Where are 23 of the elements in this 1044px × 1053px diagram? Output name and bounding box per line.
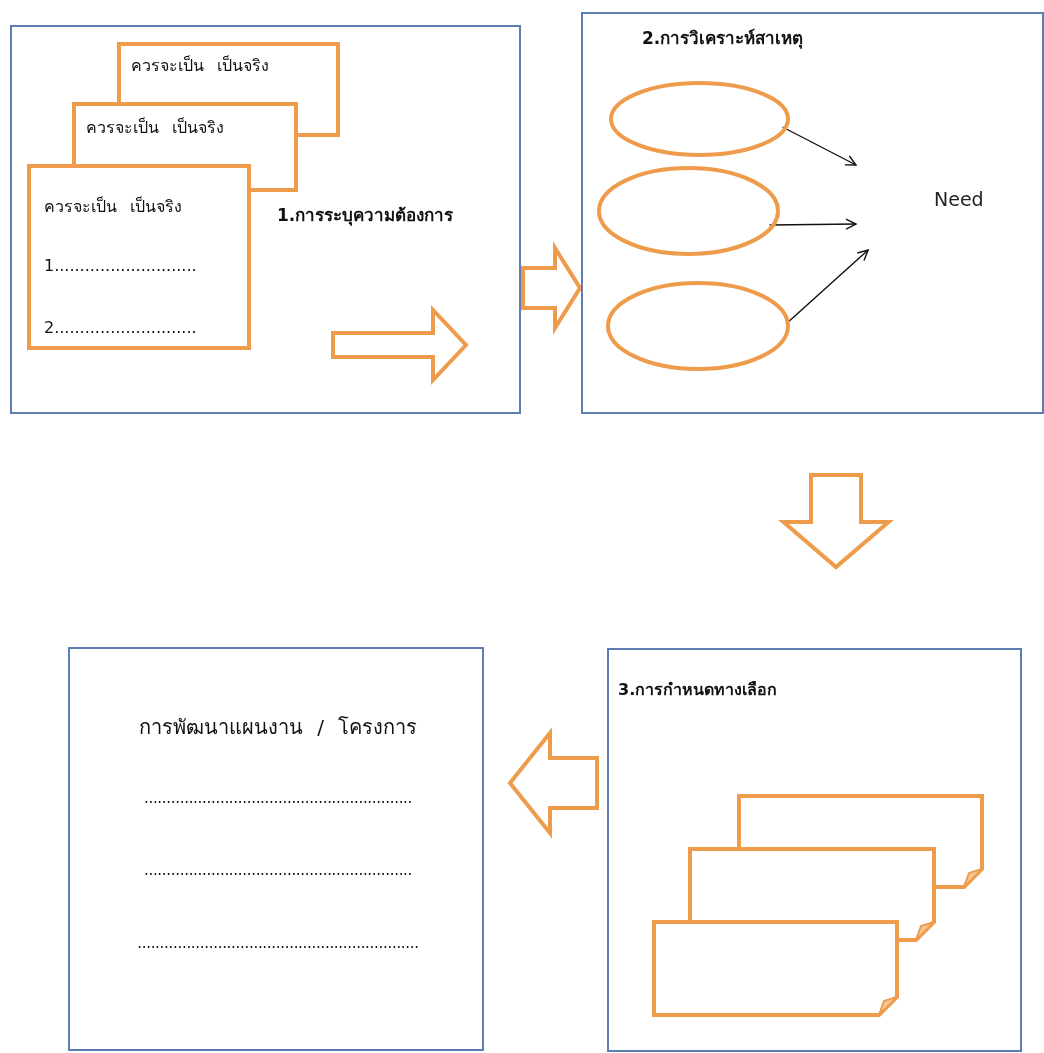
fill-in-line: ............................................................ [143, 861, 413, 880]
panel [10, 25, 521, 414]
label-text: ควรจะเป็น เป็นจริง [86, 118, 225, 138]
step-heading: 1.การระบุความต้องการ [277, 205, 454, 227]
panel [68, 647, 484, 1051]
fill-in-line: 2............................ [44, 318, 197, 338]
label-text: Need [934, 188, 984, 212]
label-text: ควรจะเป็น เป็นจริง [131, 56, 270, 76]
panel [581, 12, 1044, 414]
fill-in-line: ............................................................ [143, 789, 413, 808]
step-heading: 2.การวิเคราะห์สาเหตุ [642, 28, 804, 50]
arrow [768, 218, 857, 230]
text-card [27, 164, 251, 350]
block-arrow [778, 473, 894, 570]
fill-in-line: 1............................ [44, 256, 197, 276]
step-heading: การพัฒนาแผนงาน / โครงการ [138, 715, 418, 740]
fill-in-line: ............................................................... [137, 934, 419, 953]
block-arrow [521, 241, 583, 335]
panel [607, 648, 1022, 1052]
step-heading: 3.การกำหนดทางเลือก [618, 680, 778, 700]
block-arrow [507, 727, 599, 839]
arrow [781, 126, 857, 166]
label-text: ควรจะเป็น เป็นจริง [44, 197, 183, 217]
